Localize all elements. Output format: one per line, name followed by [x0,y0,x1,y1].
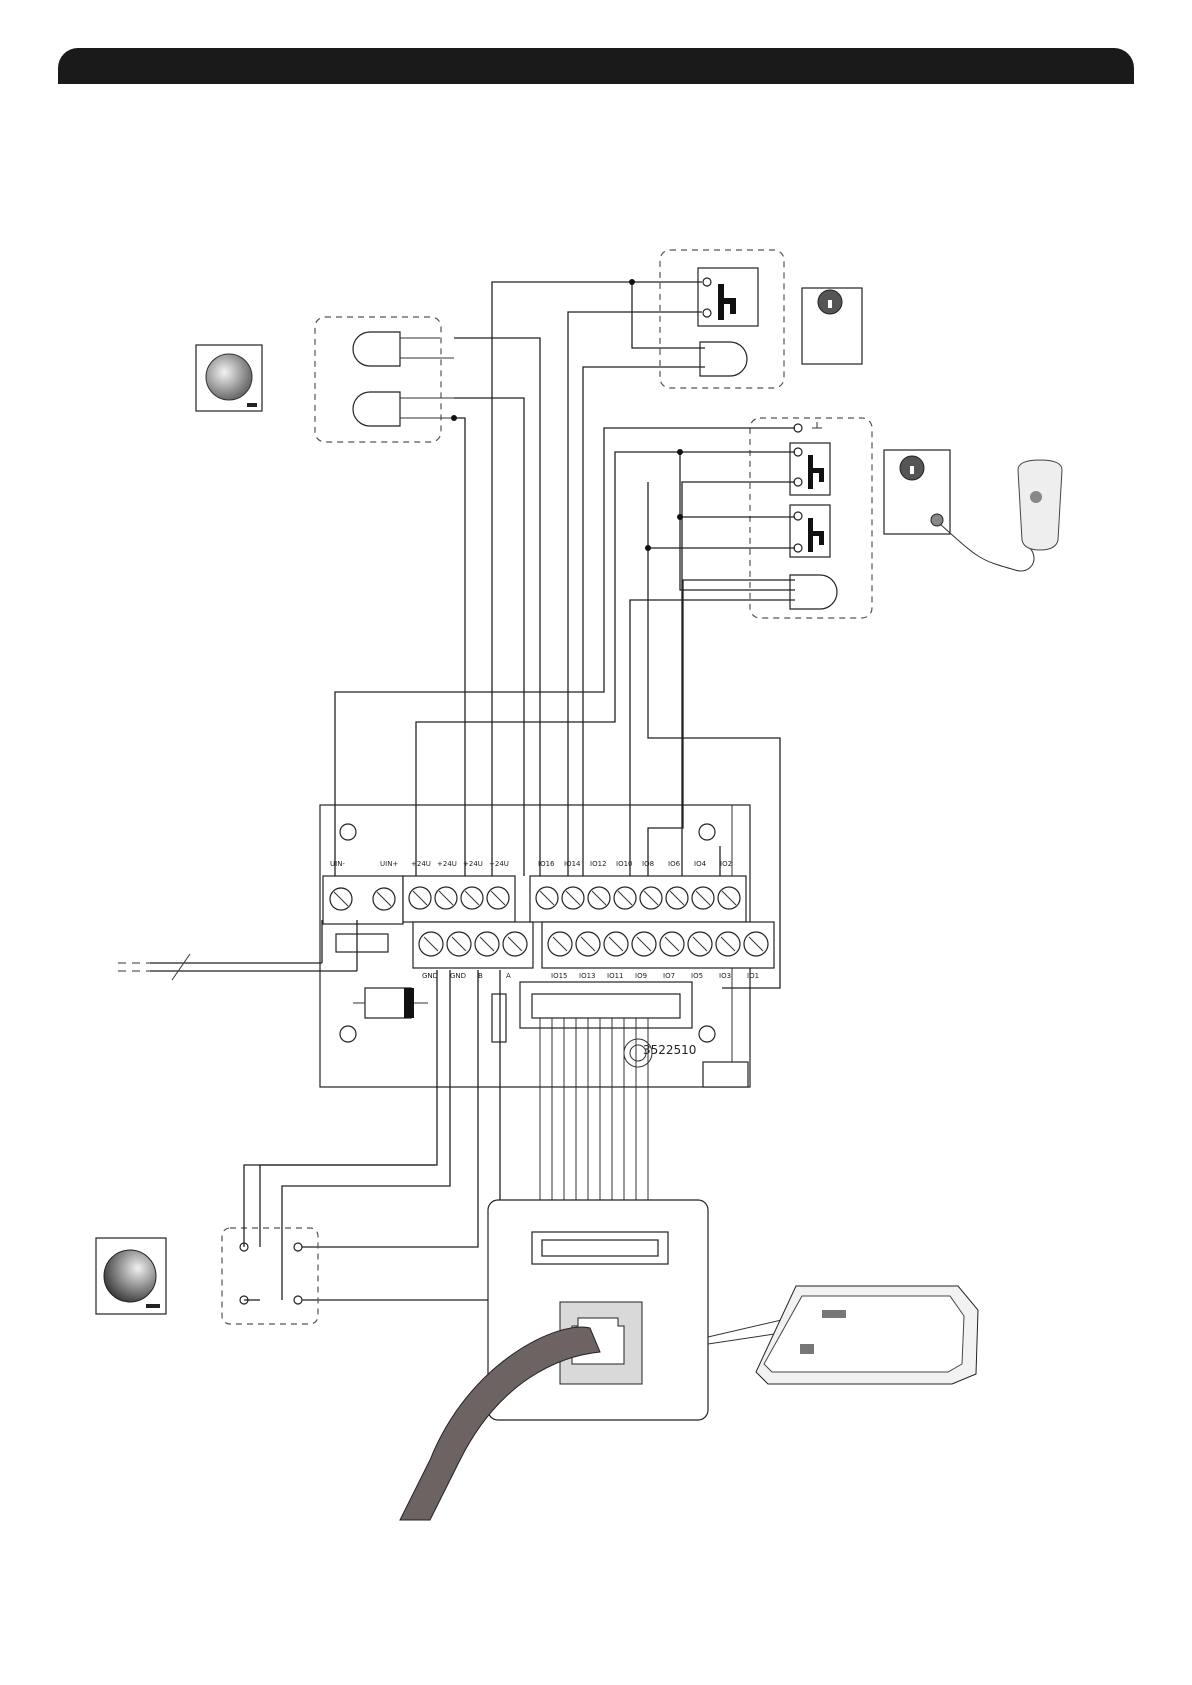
terminal-label: IO4 [694,860,707,868]
round-button-panel-top [196,345,262,411]
controller-device-icon [756,1286,978,1384]
terminal-label: B [478,972,483,980]
terminal-label: IO3 [719,972,731,980]
terminal-label: IO5 [691,972,703,980]
led-indicator-icon [353,332,454,366]
terminal-label: IO13 [579,972,595,980]
terminal-label: IO15 [551,972,567,980]
key-switch-panel-top [802,288,862,364]
push-button-icon [790,505,830,557]
terminal-label: A [506,972,511,980]
push-button-icon [698,268,758,326]
push-button-icon [790,443,830,495]
terminal-label: GND [422,972,438,980]
led-indicator-icon [353,392,454,426]
handheld-remote-icon [1018,460,1062,550]
ethernet-module [400,1200,708,1520]
round-button-icon [206,354,252,400]
terminal-label: UIN+ [380,860,398,868]
terminal-label: +24U [463,860,483,868]
terminal-label: IO11 [607,972,623,980]
terminal-label: IO9 [635,972,647,980]
terminal-label: IO7 [663,972,675,980]
key-switch-panel-middle [884,450,1034,571]
terminal-label: UIN- [330,860,345,868]
rotary-encoder-icon [104,1250,156,1302]
terminal-label: IO12 [590,860,606,868]
rotary-panel-bottom [96,1238,166,1314]
terminal-label: +24U [437,860,457,868]
terminal-label: IO6 [668,860,681,868]
terminal-label: +24U [411,860,431,868]
led-indicator-icon [700,342,747,376]
terminal-label: GND [450,972,466,980]
board-code: 3522510 [643,1043,696,1057]
led-indicator-icon [790,575,837,609]
terminal-label: IO2 [720,860,732,868]
wiring [118,279,795,1300]
terminal-label: IO1 [747,972,759,980]
encoder-contacts-group [222,1228,318,1324]
terminal-label: IO14 [564,860,581,868]
